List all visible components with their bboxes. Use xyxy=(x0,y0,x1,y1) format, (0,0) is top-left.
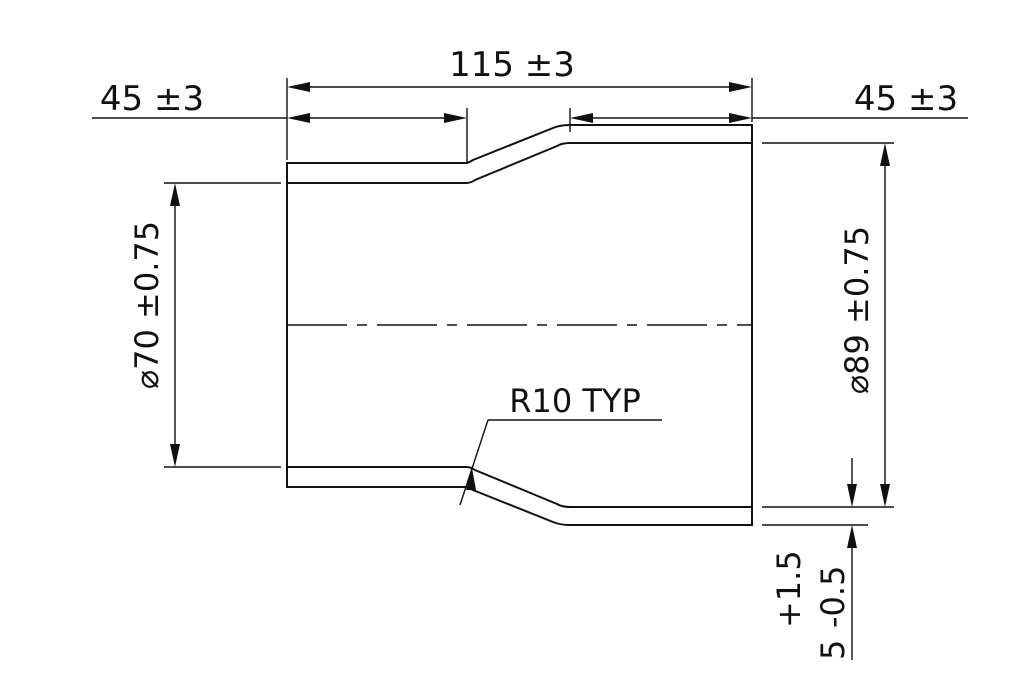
arrowhead xyxy=(880,143,890,166)
left-length-dimension: 45 ±3 xyxy=(92,79,468,162)
left-length-label: 45 ±3 xyxy=(100,79,204,119)
wall-tolerance-minus-label: -0.5 xyxy=(814,566,852,628)
wall-tolerance-plus-label: +1.5 xyxy=(770,550,808,628)
wall-thickness-label: 5 xyxy=(814,640,852,660)
radius-note-label: R10 TYP xyxy=(509,382,641,420)
right-length-label: 45 ±3 xyxy=(854,79,958,119)
arrowhead xyxy=(729,113,752,123)
small-diameter-label: ⌀70 ±0.75 xyxy=(128,221,166,389)
bottom-wall-section xyxy=(286,466,753,526)
large-diameter-dimension: ⌀89 ±0.75 xyxy=(762,142,894,508)
right-length-dimension: 45 ±3 xyxy=(569,79,968,132)
overall-length-dimension: 115 ±3 xyxy=(286,45,753,160)
large-diameter-label: ⌀89 ±0.75 xyxy=(838,226,876,394)
arrowhead xyxy=(466,468,476,490)
top-wall-section xyxy=(286,124,753,184)
small-diameter-dimension: ⌀70 ±0.75 xyxy=(128,182,281,468)
arrowhead xyxy=(444,113,467,123)
arrowhead xyxy=(880,484,890,507)
arrowhead xyxy=(847,525,857,548)
wall-thickness-dimension: 5 -0.5 +1.5 xyxy=(762,458,868,660)
radius-note: R10 TYP xyxy=(459,382,662,506)
arrowhead xyxy=(847,484,857,507)
arrowhead xyxy=(287,82,310,92)
overall-length-label: 115 ±3 xyxy=(449,45,575,85)
arrowhead xyxy=(170,183,180,206)
reducer-body xyxy=(286,124,753,526)
arrowhead xyxy=(170,444,180,467)
arrowhead xyxy=(570,113,593,123)
arrowhead xyxy=(287,113,310,123)
arrowhead xyxy=(729,82,752,92)
